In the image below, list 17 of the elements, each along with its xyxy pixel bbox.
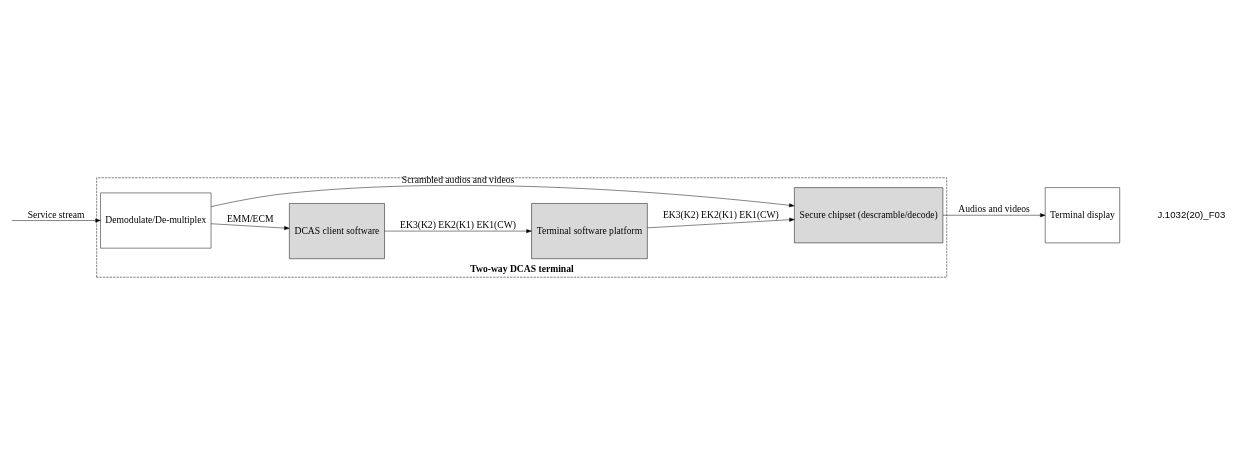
node-box: DCAS client software xyxy=(289,202,385,259)
arrow xyxy=(210,184,795,207)
node-box: Secure chipset (descramble/decode) xyxy=(794,186,944,243)
edge-label: EK3(K2) EK2(K1) EK1(CW) xyxy=(400,218,516,230)
arrow xyxy=(384,228,532,233)
edge-label: EMM/ECM xyxy=(226,212,274,224)
arrow xyxy=(942,212,1046,217)
label: J.1032(20)_F03 xyxy=(1157,208,1226,220)
arrow xyxy=(647,217,795,228)
arrow xyxy=(210,223,290,230)
node-box: Terminal display xyxy=(1045,186,1120,243)
edge-label: EK3(K2) EK2(K1) EK1(CW) xyxy=(662,208,779,220)
node-box: Terminal software platform xyxy=(531,202,648,259)
edge-label: Service stream xyxy=(27,208,85,220)
node-box: Demodulate/De-multiplex xyxy=(100,192,212,248)
arrow xyxy=(11,218,101,222)
edge-label: Audios and videos xyxy=(958,202,1030,214)
